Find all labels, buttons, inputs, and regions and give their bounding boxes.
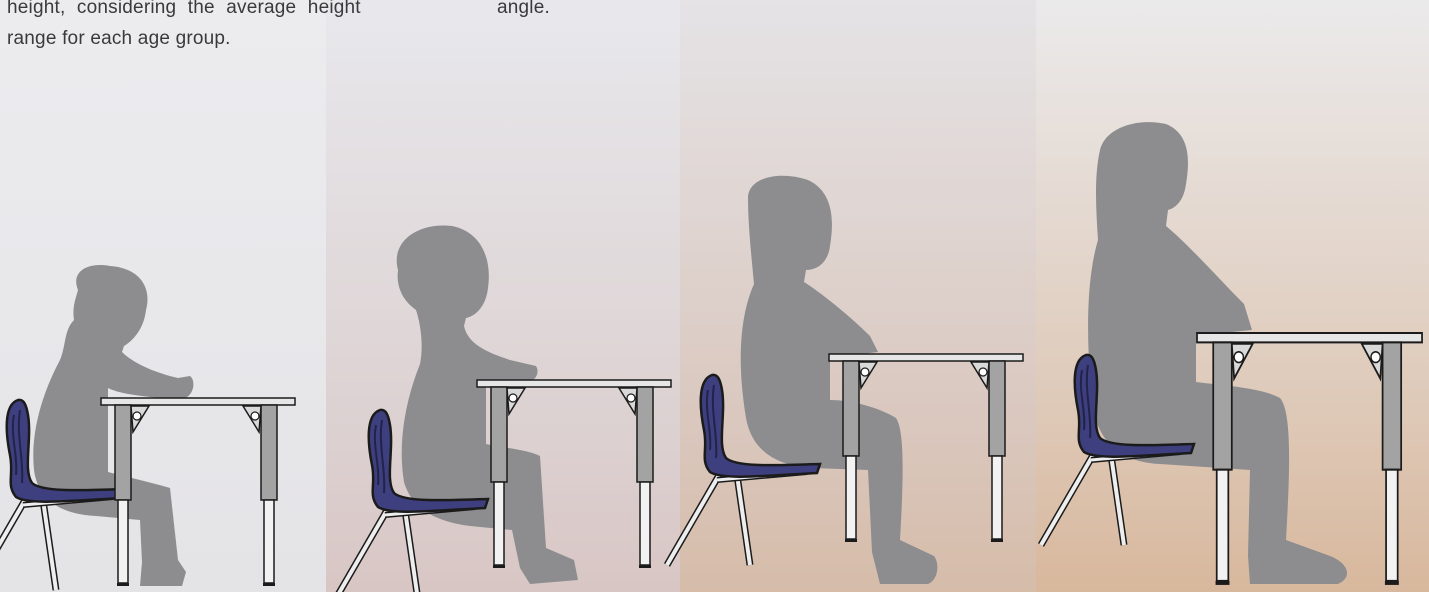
child-silhouette — [741, 176, 938, 584]
desk-icon — [477, 380, 671, 568]
child-silhouette — [397, 225, 578, 584]
caption-left: height, considering the average height r… — [7, 0, 467, 54]
desk-icon — [1197, 333, 1422, 585]
caption-right-line-1: angle. — [497, 0, 550, 23]
child-silhouette — [33, 265, 193, 586]
desk-icon — [101, 398, 295, 586]
desk-icon — [829, 354, 1023, 542]
caption-right: angle. — [497, 0, 550, 23]
caption-left-line-2: range for each age group. — [7, 23, 467, 54]
caption-left-line-1: height, considering the average height — [7, 0, 467, 23]
